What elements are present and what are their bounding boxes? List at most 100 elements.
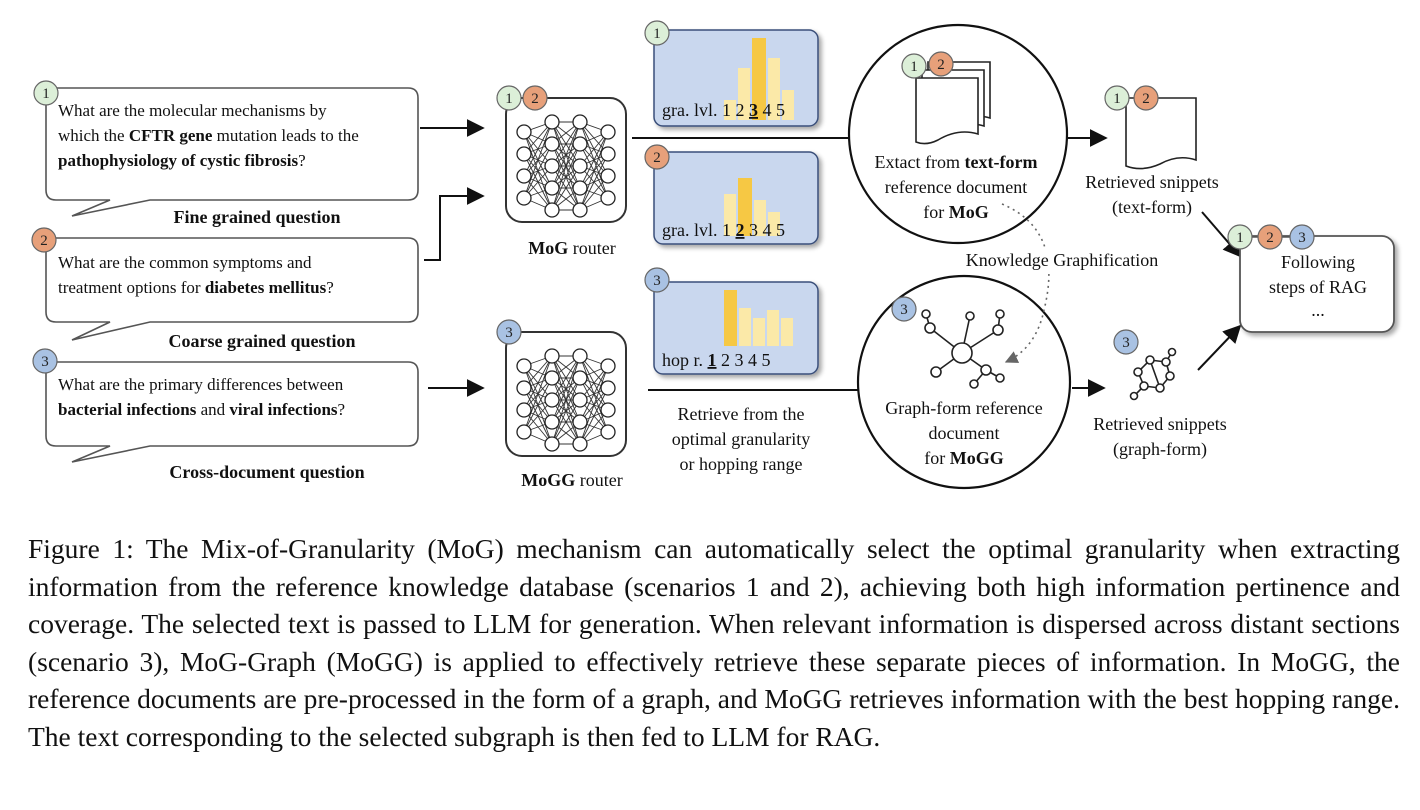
graph-icon <box>921 309 1005 389</box>
granularity-panel-2: gra. lvl. 1 2 3 4 5 <box>653 151 819 245</box>
svg-text:2: 2 <box>531 91 539 107</box>
svg-text:2: 2 <box>653 150 661 166</box>
badge-1-textdoc: 1 <box>901 53 927 79</box>
network-node <box>544 436 560 452</box>
svg-text:...: ... <box>1311 300 1325 320</box>
network-node <box>544 136 560 152</box>
text-form-line-3: for MoG <box>923 202 989 222</box>
granularity-label-1: gra. lvl. 1 2 3 4 5 <box>662 100 785 120</box>
question-2-bubble: What are the common symptoms and treatme… <box>45 237 419 351</box>
coarse-grained-label: Coarse grained question <box>168 331 355 351</box>
network-node <box>572 414 588 430</box>
svg-text:3: 3 <box>505 325 513 341</box>
svg-text:Retrieve from the: Retrieve from the <box>678 404 805 424</box>
svg-text:2: 2 <box>40 233 48 249</box>
histogram-bars <box>724 290 793 346</box>
question-3-line-1: What are the primary differences between <box>58 375 344 394</box>
network-node <box>572 392 588 408</box>
question-3-line-2: bacterial infections and viral infection… <box>58 400 345 419</box>
network-node <box>516 424 532 440</box>
network-node <box>572 370 588 386</box>
network-node <box>516 124 532 140</box>
svg-text:2: 2 <box>1266 230 1274 246</box>
badge-3-graphdoc: 3 <box>891 296 917 322</box>
svg-text:2: 2 <box>1142 91 1150 107</box>
network-node <box>516 190 532 206</box>
network-node <box>516 168 532 184</box>
badge-3-mogg: 3 <box>496 319 522 345</box>
network-node <box>544 348 560 364</box>
svg-text:1: 1 <box>653 26 661 42</box>
network-node <box>516 358 532 374</box>
network-node <box>600 168 616 184</box>
svg-text:3: 3 <box>1298 230 1306 246</box>
network-node <box>572 202 588 218</box>
network-node <box>544 158 560 174</box>
question-1-line-1: What are the molecular mechanisms by <box>58 101 327 120</box>
histogram-bars <box>724 38 794 120</box>
badge-3-q3: 3 <box>32 348 58 374</box>
svg-text:Following: Following <box>1281 252 1355 272</box>
mog-router-label: MoG router <box>528 238 615 258</box>
badge-2-rag: 2 <box>1257 224 1283 250</box>
badge-2-q2: 2 <box>31 227 57 253</box>
retrieve-note: Retrieve from the optimal granularity or… <box>672 404 810 474</box>
badge-2-mog: 2 <box>522 85 548 111</box>
question-3-bubble: What are the primary differences between… <box>45 361 419 482</box>
mogg-router: MoGG router <box>505 331 627 490</box>
histogram-bars <box>724 178 780 236</box>
network-node <box>600 146 616 162</box>
retrieved-snippets-text: Retrieved snippets (text-form) <box>1085 97 1219 218</box>
subgraph-icon <box>1129 347 1177 401</box>
svg-text:1: 1 <box>1236 230 1244 246</box>
svg-text:3: 3 <box>653 273 661 289</box>
following-steps-box: Following steps of RAG ... <box>1239 235 1395 333</box>
network-node <box>544 202 560 218</box>
network-node <box>572 136 588 152</box>
graphification-label-bg <box>955 247 1171 271</box>
graph-form-line-1: Graph-form reference <box>885 398 1042 418</box>
granularity-label-2: gra. lvl. 1 2 3 4 5 <box>662 220 785 240</box>
network-node <box>600 402 616 418</box>
badge-1-snip: 1 <box>1104 85 1130 111</box>
mog-router: MoG router <box>505 97 627 258</box>
svg-text:(text-form): (text-form) <box>1112 197 1192 218</box>
badge-1-panel: 1 <box>644 20 670 46</box>
question-1-line-2: which the CFTR gene mutation leads to th… <box>58 126 359 145</box>
graph-form-line-3: for MoGG <box>924 448 1004 468</box>
text-form-line-1: Extact from text-form <box>875 152 1038 172</box>
neural-network-icon <box>516 348 616 452</box>
text-form-line-2: reference document <box>885 177 1027 197</box>
fine-grained-label: Fine grained question <box>173 207 340 227</box>
network-node <box>600 358 616 374</box>
svg-text:(graph-form): (graph-form) <box>1113 439 1207 460</box>
network-node <box>572 436 588 452</box>
svg-text:1: 1 <box>505 91 513 107</box>
figure-caption: Figure 1: The Mix-of-Granularity (MoG) m… <box>28 530 1400 755</box>
svg-text:1: 1 <box>1113 91 1121 107</box>
granularity-panel-1: gra. lvl. 1 2 3 4 5 <box>653 29 819 127</box>
question-1-bubble: What are the molecular mechanisms by whi… <box>45 87 419 227</box>
caption-text: Figure 1: The Mix-of-Granularity (MoG) m… <box>28 533 1400 752</box>
question-2-line-1: What are the common symptoms and <box>58 253 312 272</box>
knowledge-graphification-label: Knowledge Graphification <box>966 250 1158 270</box>
figure-diagram: What are the molecular mechanisms by whi… <box>31 20 1395 490</box>
retrieved-snippets-graph: Retrieved snippets (graph-form) <box>1093 347 1227 460</box>
svg-text:3: 3 <box>1122 335 1130 351</box>
svg-text:optimal granularity: optimal granularity <box>672 429 810 449</box>
network-node <box>516 402 532 418</box>
question-1-line-3: pathophysiology of cystic fibrosis? <box>58 151 306 170</box>
badge-2-textdoc: 2 <box>928 51 954 77</box>
network-node <box>600 380 616 396</box>
badge-2-snip: 2 <box>1133 85 1159 111</box>
question-2-line-2: treatment options for diabetes mellitus? <box>58 278 334 297</box>
svg-text:Retrieved snippets: Retrieved snippets <box>1085 172 1218 192</box>
svg-text:1: 1 <box>910 59 918 75</box>
document-icon <box>1125 97 1197 170</box>
arrow-graph-to-rag <box>1197 324 1242 371</box>
network-node <box>600 124 616 140</box>
badge-3-panel: 3 <box>644 267 670 293</box>
cross-document-label: Cross-document question <box>169 462 364 482</box>
arrow-text-to-rag <box>1201 211 1242 258</box>
neural-network-icon <box>516 114 616 218</box>
